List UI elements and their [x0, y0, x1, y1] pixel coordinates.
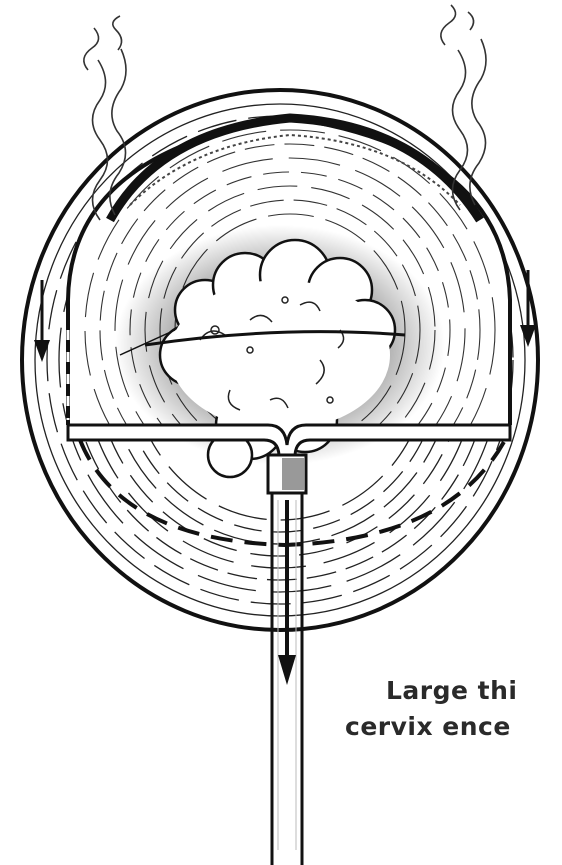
caption-line-1: Large thi [0, 676, 562, 705]
caption-line-2: cervix ence [0, 712, 562, 741]
